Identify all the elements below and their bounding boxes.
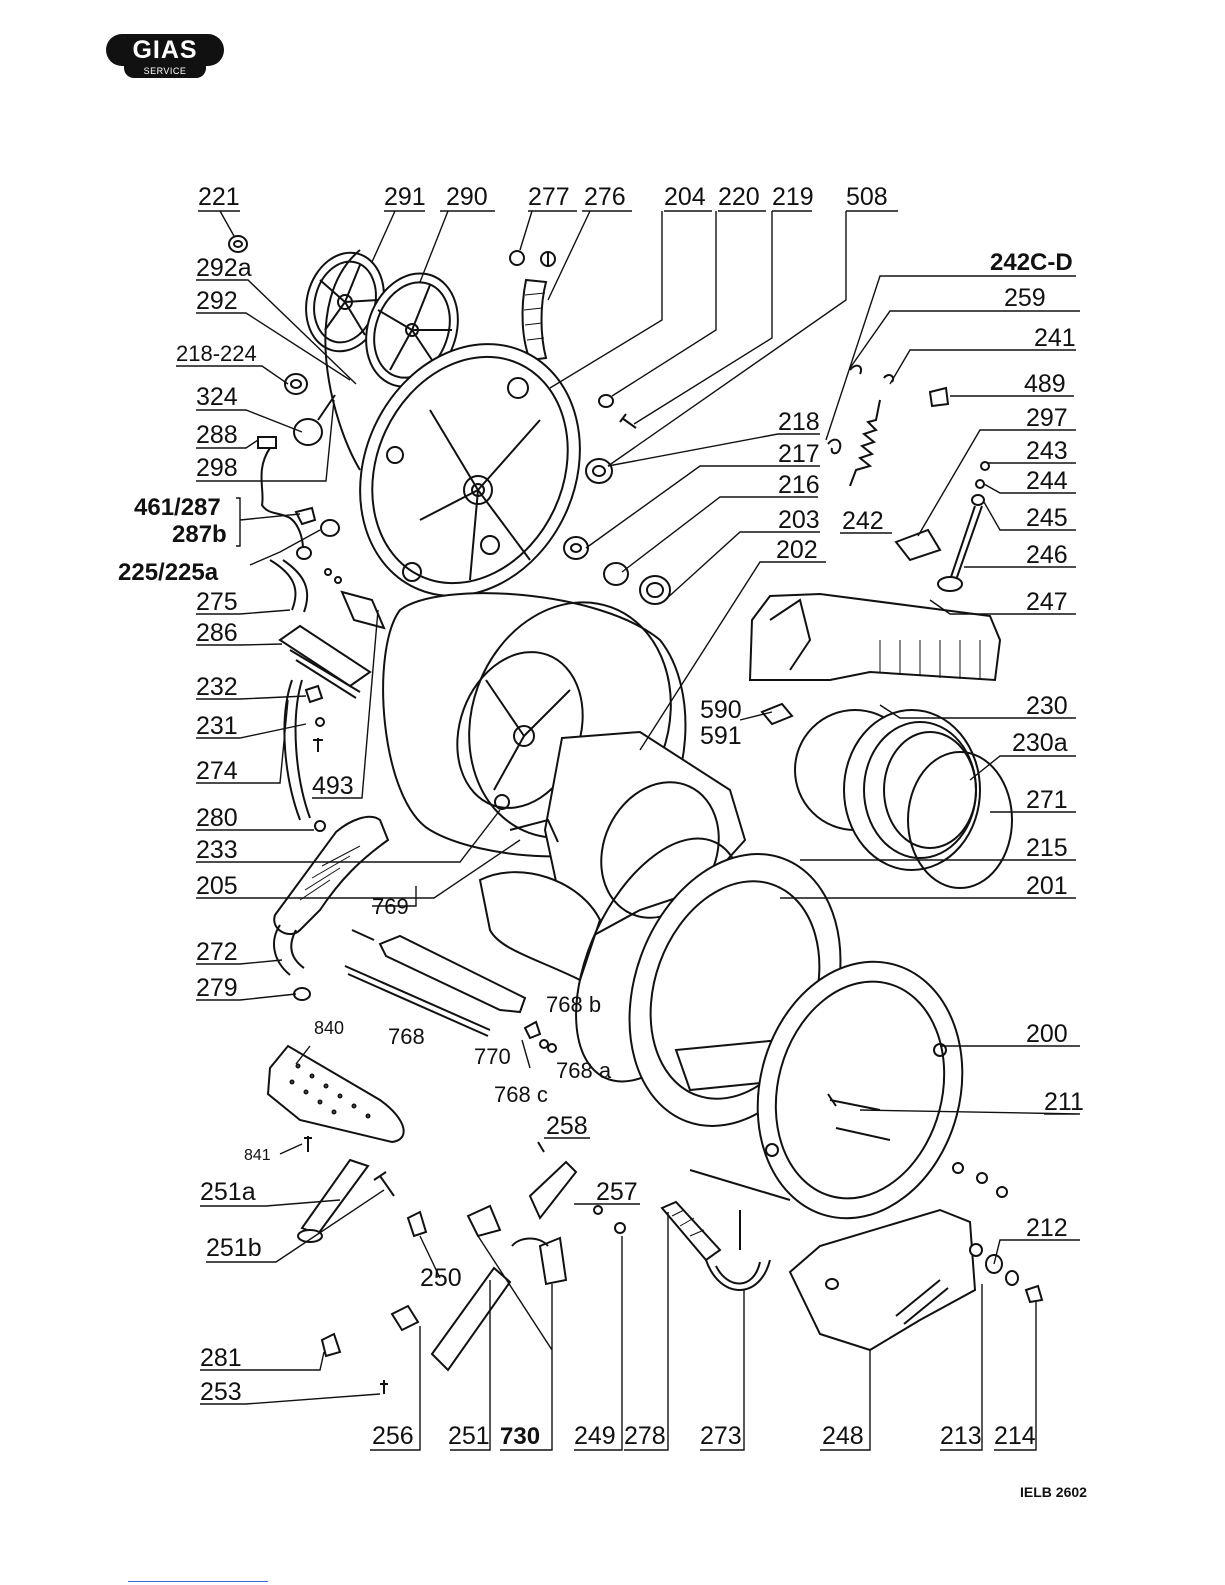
label-590: 590: [700, 696, 742, 724]
label-204: 204: [664, 183, 706, 211]
label-251a: 251a: [200, 1178, 256, 1206]
label-274: 274: [196, 757, 238, 785]
counterweight-247: [748, 592, 1002, 682]
label-280: 280: [196, 804, 238, 832]
label-250: 250: [420, 1264, 462, 1292]
label-233: 233: [196, 836, 238, 864]
bottom-weight-248: [788, 1208, 977, 1352]
label-298: 298: [196, 454, 238, 482]
label-461-287: 461/287: [134, 494, 221, 521]
label-273: 273: [700, 1422, 742, 1450]
logo-sub-text: SERVICE: [124, 64, 206, 78]
label-291: 291: [384, 183, 426, 211]
parts: [228, 235, 1044, 1394]
label-217: 217: [778, 440, 820, 468]
label-241: 241: [1034, 324, 1076, 352]
rear-tub-cover: [359, 343, 581, 597]
label-247: 247: [1026, 588, 1068, 616]
label-218: 218: [778, 408, 820, 436]
label-324: 324: [196, 383, 238, 411]
label-276: 276: [584, 183, 626, 211]
door-gasket-271: [843, 709, 981, 871]
label-201: 201: [1026, 872, 1068, 900]
label-203: 203: [778, 506, 820, 534]
label-489: 489: [1024, 370, 1066, 398]
label-493: 493: [312, 772, 354, 800]
label-230a: 230a: [1012, 729, 1068, 757]
label-259: 259: [1004, 284, 1046, 312]
label-281: 281: [200, 1344, 242, 1372]
label-768a: 768 a: [556, 1058, 612, 1083]
document-code: IELB 2602: [1020, 1484, 1087, 1500]
label-840: 840: [314, 1018, 344, 1038]
label-243: 243: [1026, 437, 1068, 465]
label-248: 248: [822, 1422, 864, 1450]
sump-hose-205: [273, 815, 390, 976]
label-287b: 287b: [172, 521, 227, 548]
label-231: 231: [196, 712, 238, 740]
label-219: 219: [772, 183, 814, 211]
label-292: 292: [196, 287, 238, 315]
heater-286: [278, 624, 372, 699]
label-220: 220: [718, 183, 760, 211]
label-218-224: 218-224: [176, 341, 257, 366]
label-221: 221: [198, 183, 240, 211]
label-242: 242: [842, 507, 884, 535]
label-214: 214: [994, 1422, 1036, 1450]
part-labels: 221 291 290 277 276 204 220 219 508 242C…: [118, 183, 1084, 1450]
label-251: 251: [448, 1422, 490, 1450]
label-272: 272: [196, 938, 238, 966]
label-216: 216: [778, 471, 820, 499]
label-292a: 292a: [196, 254, 252, 282]
label-200: 200: [1026, 1020, 1068, 1048]
page-bottom-rule: [128, 1581, 268, 1582]
label-286: 286: [196, 619, 238, 647]
label-230: 230: [1026, 692, 1068, 720]
label-225-225a: 225/225a: [118, 559, 219, 586]
spring-242: [849, 399, 881, 487]
gias-service-logo: GIAS SERVICE: [106, 34, 224, 80]
label-212: 212: [1026, 1214, 1068, 1242]
label-257: 257: [596, 1178, 638, 1206]
label-288: 288: [196, 421, 238, 449]
label-256: 256: [372, 1422, 414, 1450]
label-770: 770: [474, 1044, 511, 1069]
label-768c: 768 c: [494, 1082, 548, 1107]
label-508: 508: [846, 183, 888, 211]
label-591: 591: [700, 722, 742, 750]
label-258: 258: [546, 1112, 588, 1140]
leader-lines: [176, 210, 1081, 1451]
label-730: 730: [500, 1423, 540, 1450]
label-205: 205: [196, 872, 238, 900]
label-251b: 251b: [206, 1234, 262, 1262]
label-246: 246: [1026, 541, 1068, 569]
label-249: 249: [574, 1422, 616, 1450]
label-271: 271: [1026, 786, 1068, 814]
label-253: 253: [200, 1378, 242, 1406]
label-278: 278: [624, 1422, 666, 1450]
label-244: 244: [1026, 467, 1068, 495]
label-841: 841: [244, 1147, 271, 1164]
label-211: 211: [1044, 1088, 1084, 1116]
label-215: 215: [1026, 834, 1068, 862]
label-242c-d: 242C-D: [990, 249, 1073, 276]
label-297: 297: [1026, 404, 1068, 432]
label-202: 202: [776, 536, 818, 564]
label-768b: 768 b: [546, 992, 601, 1017]
label-275: 275: [196, 588, 238, 616]
label-232: 232: [196, 673, 238, 701]
label-213: 213: [940, 1422, 982, 1450]
logo-main-text: GIAS: [106, 34, 224, 66]
label-769: 769: [372, 894, 409, 919]
label-290: 290: [446, 183, 488, 211]
label-245: 245: [1026, 504, 1068, 532]
label-277: 277: [528, 183, 570, 211]
label-768: 768: [388, 1024, 425, 1049]
label-279: 279: [196, 974, 238, 1002]
